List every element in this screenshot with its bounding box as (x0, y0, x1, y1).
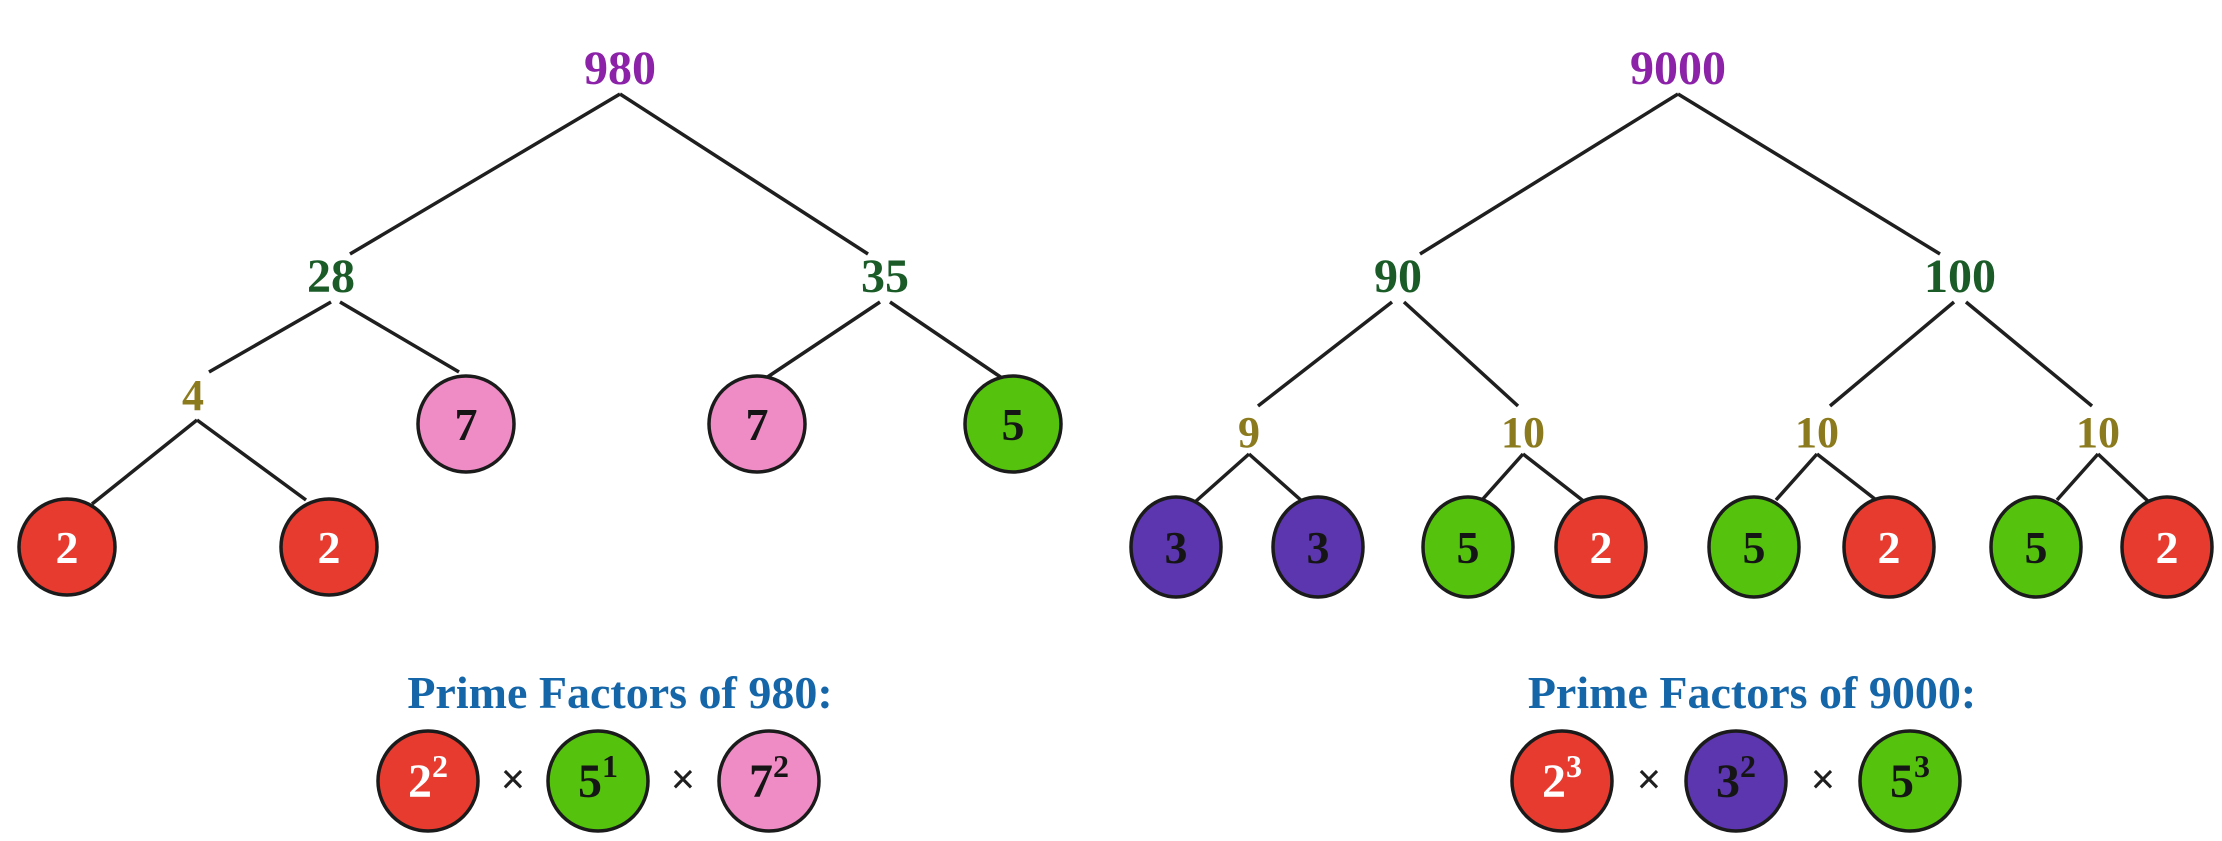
node-980: 980 (584, 42, 656, 95)
node-circle-5c (1989, 495, 2083, 599)
factor-2cu-exp: 3 (1566, 748, 1582, 784)
node-4: 4 (182, 371, 204, 420)
multiply-sign: × (1810, 755, 1835, 804)
node-circle-5a (1421, 495, 1515, 599)
node-9: 9 (1238, 408, 1260, 457)
factor-5cu-exp: 3 (1914, 748, 1930, 784)
multiply-sign: × (670, 755, 695, 804)
node-circle-3b (1271, 495, 1365, 599)
factor-5p1-base: 5 (578, 755, 602, 808)
edge-9000-90 (1419, 92, 1679, 256)
factor-circle-7sq (717, 729, 821, 833)
factor-circle-2sq (376, 729, 480, 833)
factor-7sq-label: 72 (749, 748, 789, 808)
node-10b: 10 (1795, 408, 1839, 457)
node-100: 100 (1924, 250, 1996, 303)
right-result: Prime Factors of 9000: 23 × 32 × 53 (1510, 667, 1976, 833)
edge-35-7 (765, 300, 881, 380)
edge-10c-2 (2096, 452, 2152, 505)
factor-5p1-label: 51 (578, 748, 618, 808)
multiply-sign: × (1636, 755, 1661, 804)
caption-9000: Prime Factors of 9000: (1528, 667, 1976, 718)
multiply-sign: × (500, 755, 525, 804)
node-circle-7b (707, 374, 807, 474)
node-circle-2e (2120, 495, 2214, 599)
edge-9000-100 (1677, 92, 1941, 256)
edge-10b-5 (1774, 452, 1819, 502)
node-circle-5c-label: 5 (2025, 522, 2048, 573)
node-circle-2c-label: 2 (1590, 522, 1613, 573)
node-9000: 9000 (1630, 42, 1726, 95)
factor-5cu-base: 5 (1890, 755, 1914, 808)
edge-10b-2 (1815, 452, 1882, 505)
node-circle-3a (1129, 495, 1223, 599)
edge-28-7 (339, 300, 460, 374)
factor-circle-2cu (1510, 729, 1614, 833)
factor-3sq-exp: 2 (1740, 748, 1756, 784)
edge-10c-5 (2055, 452, 2100, 502)
left-tree-edges (90, 92, 1003, 506)
factor-circle-5p1 (546, 729, 650, 833)
node-circle-5 (963, 374, 1063, 474)
edge-90-10 (1402, 300, 1520, 408)
factor-2sq-base: 2 (408, 755, 432, 808)
node-circle-2a (17, 497, 117, 597)
edge-100-10a (1828, 300, 1956, 408)
right-tree: 9000 90 100 9 10 10 10 3 3 5 2 5 2 5 2 (1129, 42, 2214, 599)
node-90: 90 (1374, 250, 1422, 303)
node-circle-2d-label: 2 (1878, 522, 1901, 573)
node-circle-3a-label: 3 (1165, 522, 1188, 573)
node-circle-7a-label: 7 (455, 399, 478, 450)
node-circle-2e-label: 2 (2156, 522, 2179, 573)
factor-2cu-label: 23 (1542, 748, 1582, 808)
factor-5cu-label: 53 (1890, 748, 1930, 808)
node-circle-3b-label: 3 (1307, 522, 1330, 573)
edge-90-9 (1256, 300, 1394, 408)
node-circle-2d (1842, 495, 1936, 599)
edge-10a-2 (1521, 452, 1588, 505)
edge-100-10b (1964, 300, 2094, 408)
node-circle-2c (1554, 495, 1648, 599)
edge-9-3b (1247, 452, 1305, 504)
node-circle-2a-label: 2 (56, 522, 79, 573)
factor-3sq-label: 32 (1716, 748, 1756, 808)
edge-35-5 (889, 300, 1003, 380)
edge-28-4 (208, 300, 332, 374)
factor-circle-5cu (1858, 729, 1962, 833)
factor-5p1-exp: 1 (602, 748, 618, 784)
factor-2sq-label: 22 (408, 748, 448, 808)
factor-7sq-base: 7 (749, 755, 773, 808)
node-circle-7b-label: 7 (746, 399, 769, 450)
node-circle-2b (279, 497, 379, 597)
factor-2sq-exp: 2 (432, 748, 448, 784)
factor-2cu-base: 2 (1542, 755, 1566, 808)
edge-4-2a (90, 418, 199, 506)
node-circle-5-label: 5 (1002, 399, 1025, 450)
factor-7sq-exp: 2 (773, 748, 789, 784)
right-tree-edges (1193, 92, 2152, 505)
edge-9-3a (1193, 452, 1251, 504)
edge-980-35 (619, 92, 869, 256)
node-circle-5b (1707, 495, 1801, 599)
caption-980: Prime Factors of 980: (407, 667, 832, 718)
edge-10a-5 (1480, 452, 1525, 502)
node-10a: 10 (1501, 408, 1545, 457)
node-circle-7a (416, 374, 516, 474)
left-result: Prime Factors of 980: 22 × 51 × 72 (376, 667, 833, 833)
node-circle-2b-label: 2 (318, 522, 341, 573)
factor-3sq-base: 3 (1716, 755, 1740, 808)
node-28: 28 (307, 250, 355, 303)
factor-circle-3sq (1684, 729, 1788, 833)
node-10c: 10 (2076, 408, 2120, 457)
node-35: 35 (861, 250, 909, 303)
node-circle-5b-label: 5 (1743, 522, 1766, 573)
edge-980-28 (349, 92, 621, 256)
left-tree: 980 28 35 4 7 7 5 2 2 (17, 42, 1063, 597)
edge-4-2b (195, 418, 308, 502)
node-circle-5a-label: 5 (1457, 522, 1480, 573)
